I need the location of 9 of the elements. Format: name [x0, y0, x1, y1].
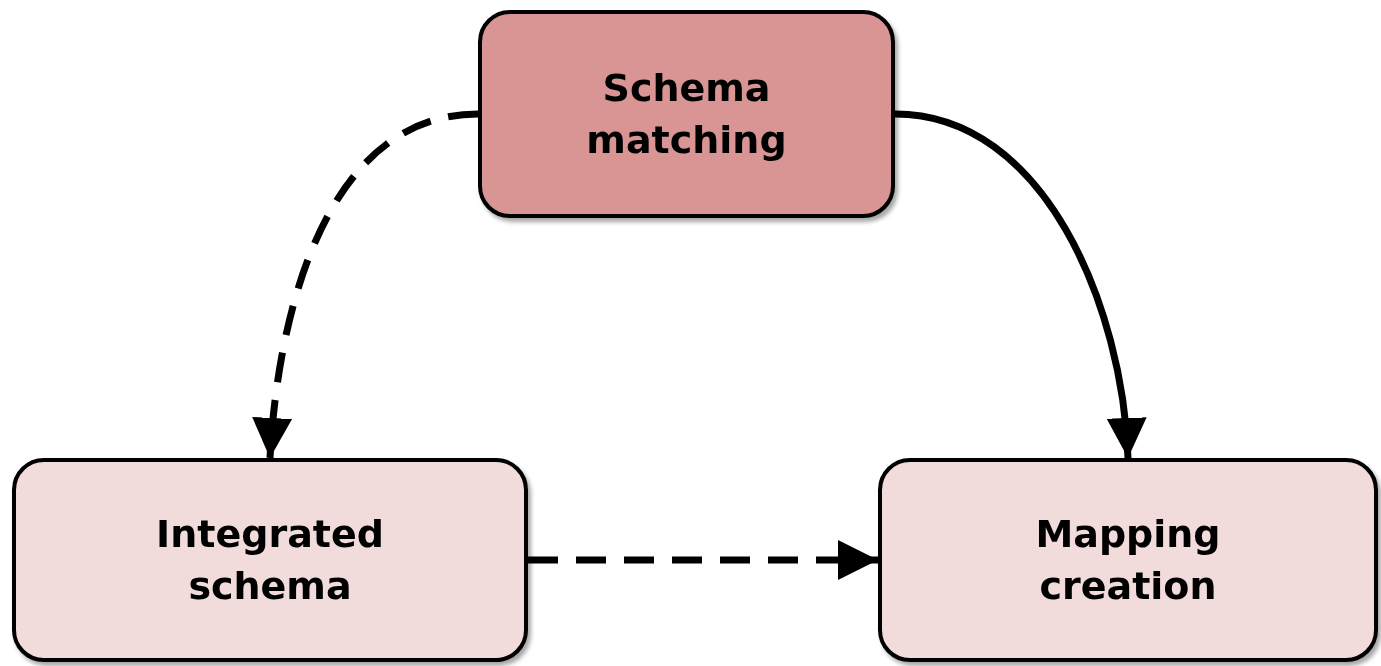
box-label: Mapping creation	[1034, 511, 1222, 610]
process-box	[878, 458, 1378, 662]
process-box	[12, 458, 528, 662]
arrow	[253, 110, 479, 459]
arrow	[894, 110, 1146, 459]
box-label: Integrated schema	[155, 511, 385, 610]
arrow	[528, 540, 878, 580]
box-label: Schema matching	[585, 65, 788, 164]
process-box	[478, 10, 895, 218]
